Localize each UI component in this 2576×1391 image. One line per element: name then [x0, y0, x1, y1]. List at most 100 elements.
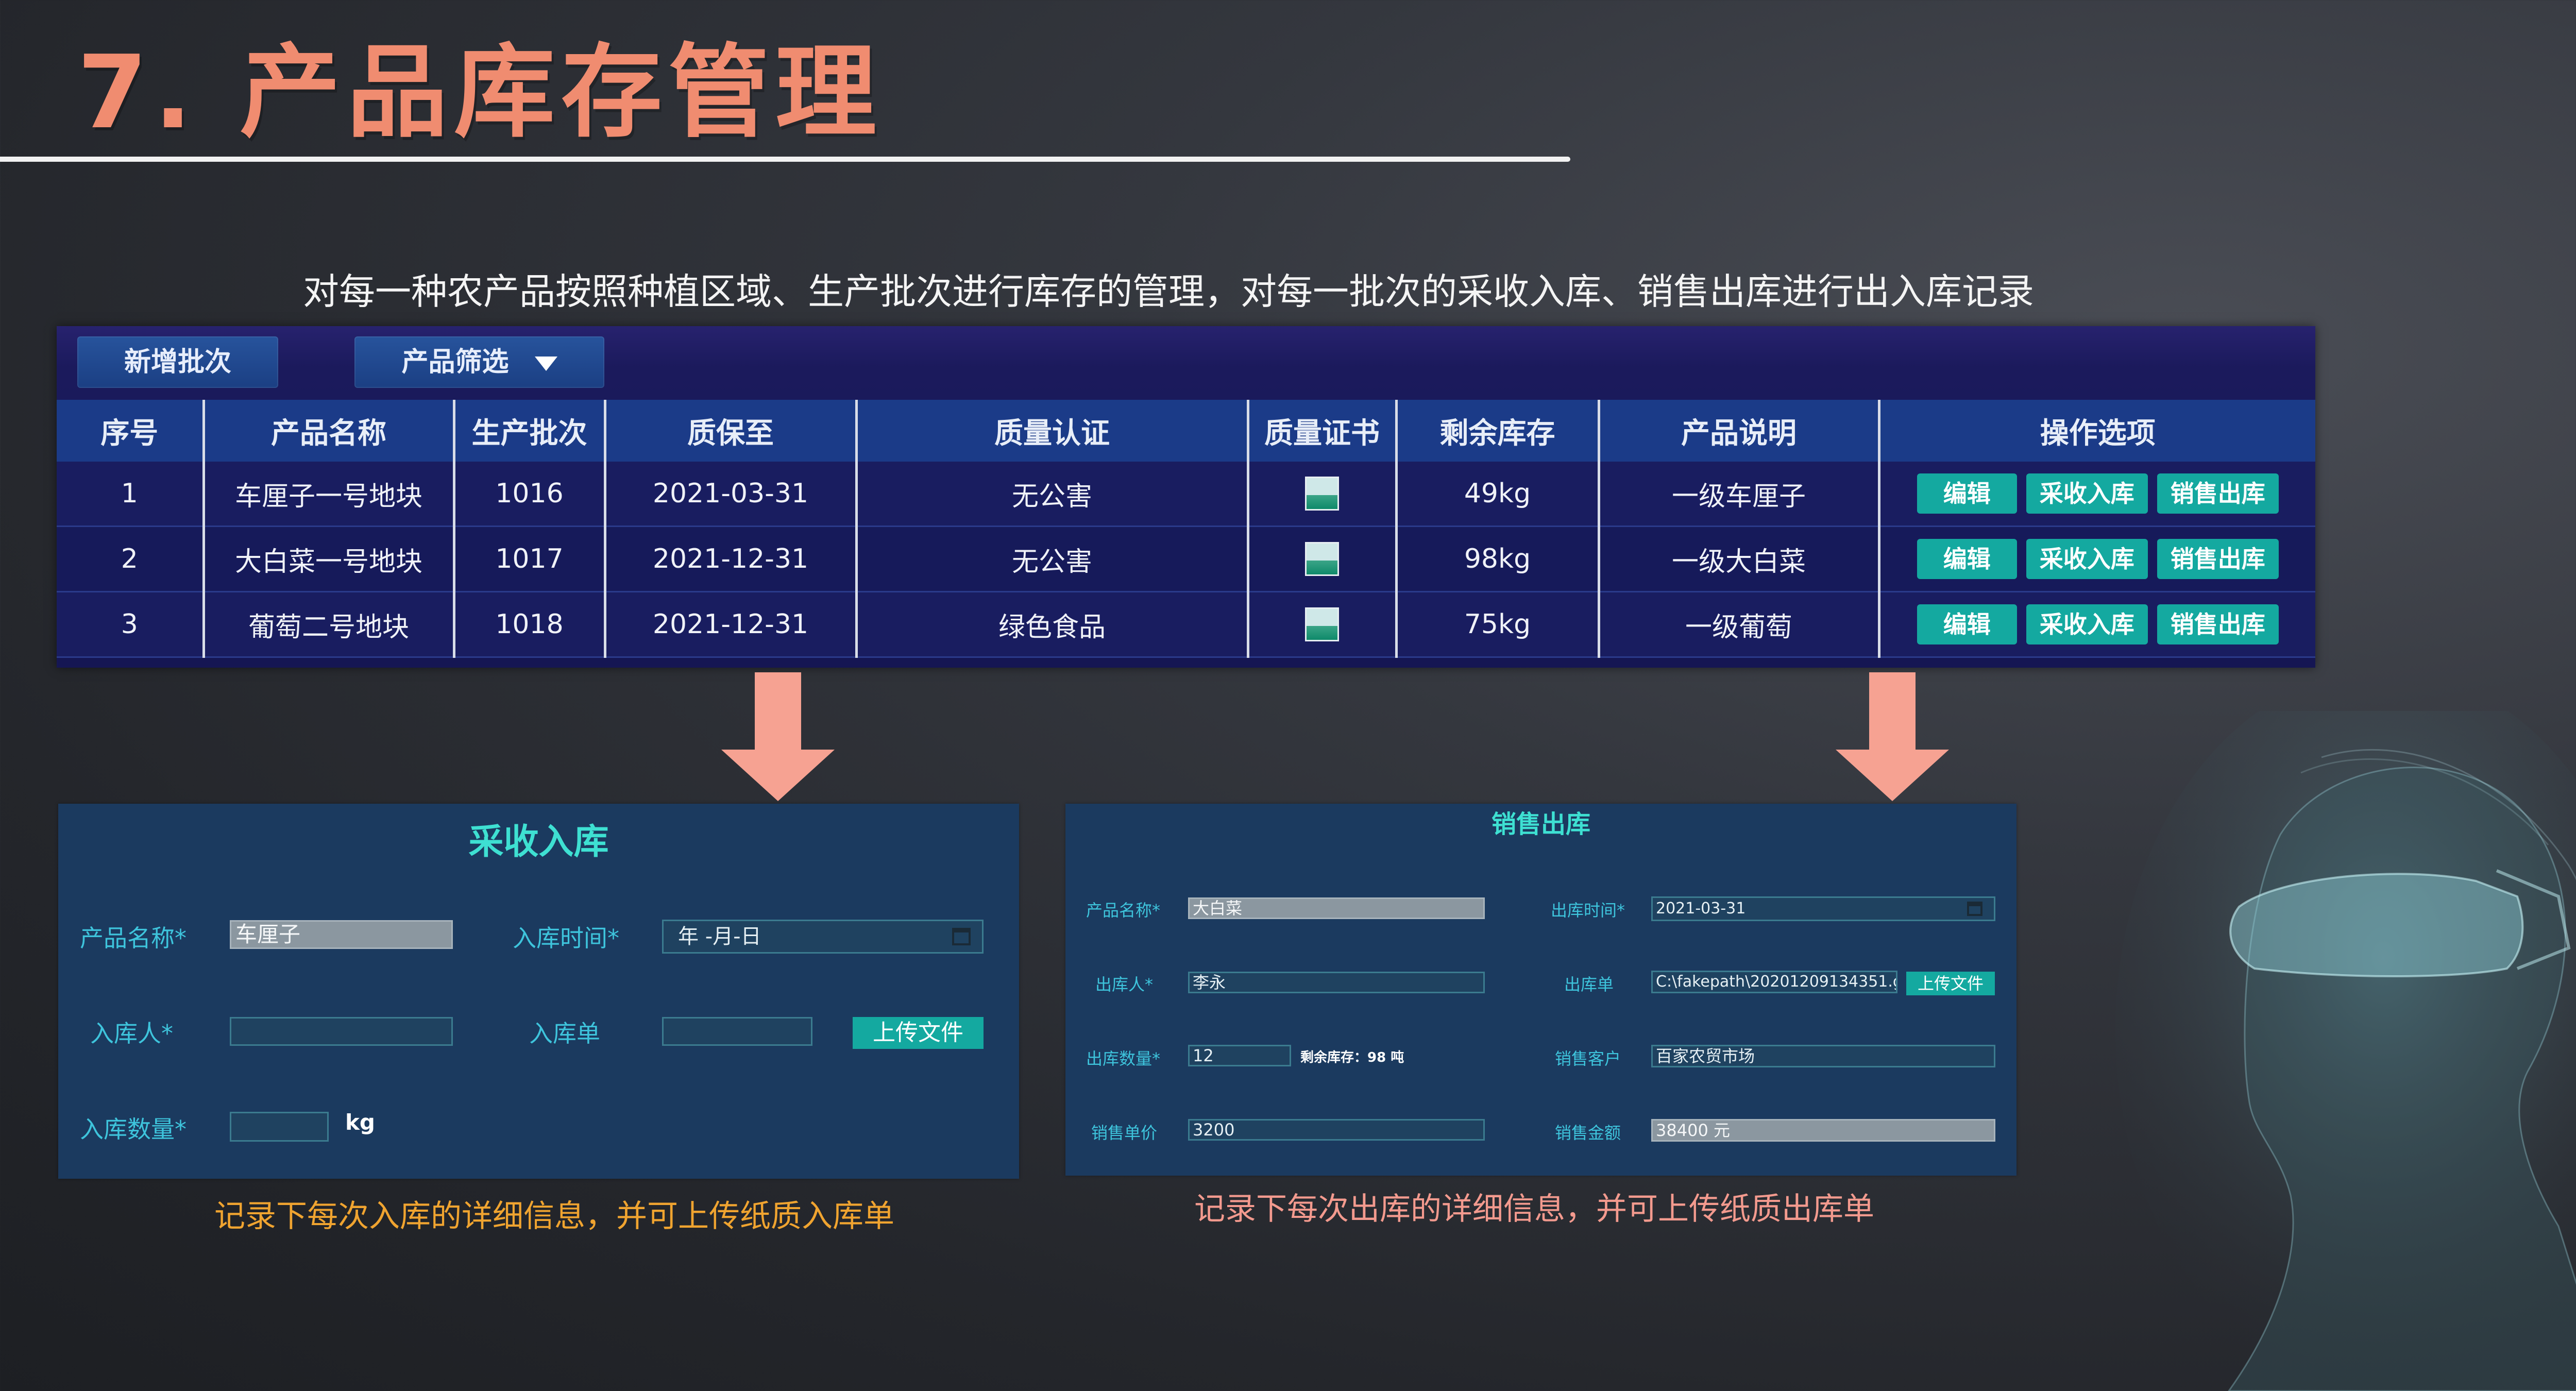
outbound-time-field[interactable]: 2021-03-31: [1651, 896, 1995, 921]
inventory-panel: 新增批次 产品筛选 序号 产品名称 生产批次 质保至 质量认证 质量证书 剩余库…: [57, 326, 2315, 668]
remaining-stock-text: 剩余库存：98 吨: [1300, 1050, 1404, 1065]
inbound-qty-field[interactable]: [230, 1112, 329, 1142]
outbound-qty-field[interactable]: 12: [1188, 1045, 1291, 1066]
outbound-doc-label: 出库单: [1564, 975, 1614, 994]
product-name-field[interactable]: 车厘子: [230, 920, 453, 949]
col-header-stock: 剩余库存: [1396, 400, 1600, 462]
cell-certificate: [1248, 591, 1398, 658]
cell-name: 大白菜一号地块: [204, 526, 455, 592]
edit-button[interactable]: 编辑: [1917, 473, 2017, 514]
add-batch-button[interactable]: 新增批次: [77, 336, 278, 388]
page-title: 7. 产品库存管理: [77, 34, 883, 151]
down-arrow-icon: [721, 672, 835, 801]
cell-desc: 一级大白菜: [1599, 526, 1880, 592]
vr-figure-illustration: [2115, 711, 2576, 1391]
col-header-cert: 质量认证: [856, 400, 1249, 462]
col-header-actions: 操作选项: [1879, 400, 2315, 462]
inbound-qty-unit: kg: [345, 1110, 375, 1135]
customer-label: 销售客户: [1555, 1049, 1621, 1068]
cell-batch: 1017: [454, 526, 606, 592]
product-filter-label: 产品筛选: [401, 347, 509, 378]
outbound-time-value: 2021-03-31: [1656, 900, 1746, 918]
page-subtitle: 对每一种农产品按照种植区域、生产批次进行库存的管理，对每一批次的采收入库、销售出…: [303, 270, 2034, 313]
cell-cert: 无公害: [856, 462, 1249, 527]
cell-batch: 1018: [454, 591, 606, 658]
cell-name: 葡萄二号地块: [204, 591, 455, 658]
outbound-time-label: 出库时间*: [1551, 901, 1625, 920]
cell-cert: 无公害: [856, 526, 1249, 592]
cell-batch: 1016: [454, 462, 606, 527]
cell-certificate: [1248, 462, 1398, 527]
product-name-label: 产品名称*: [80, 924, 187, 952]
outbound-caption: 记录下每次出库的详细信息，并可上传纸质出库单: [1194, 1191, 1874, 1227]
outbound-form: 销售出库 产品名称* 大白菜 出库时间* 2021-03-31 出库人* 李永 …: [1065, 804, 2016, 1176]
inbound-form: 采收入库 产品名称* 车厘子 入库时间* 年 -月-日 入库人* 入库单 上传文…: [58, 804, 1019, 1179]
outbound-upload-button[interactable]: 上传文件: [1906, 972, 1995, 995]
cell-stock: 75kg: [1396, 591, 1600, 658]
certificate-image-icon[interactable]: [1305, 607, 1339, 641]
inbound-qty-label: 入库数量*: [80, 1115, 187, 1143]
amount-field[interactable]: 38400 元: [1651, 1119, 1995, 1142]
inbound-time-value: 年 -月-日: [678, 925, 761, 948]
edit-button[interactable]: 编辑: [1917, 604, 2017, 644]
cell-expire: 2021-12-31: [605, 526, 858, 592]
add-batch-label: 新增批次: [124, 347, 231, 378]
cell-expire: 2021-12-31: [605, 591, 858, 658]
inbound-doc-label: 入库单: [529, 1020, 600, 1047]
cell-no: 2: [57, 526, 205, 592]
table-header-row: 序号 产品名称 生产批次 质保至 质量认证 质量证书 剩余库存 产品说明 操作选…: [57, 400, 2315, 462]
certificate-image-icon[interactable]: [1305, 542, 1339, 576]
down-arrow-icon: [1836, 672, 1949, 801]
cell-actions: 编辑采收入库销售出库: [1879, 526, 2315, 592]
outbound-qty-label: 出库数量*: [1086, 1049, 1161, 1068]
outbound-doc-field[interactable]: C:\fakepath\20201209134351.gif: [1651, 971, 1897, 993]
outbound-button[interactable]: 销售出库: [2157, 539, 2279, 579]
cell-name: 车厘子一号地块: [204, 462, 455, 527]
inbound-caption: 记录下每次入库的详细信息，并可上传纸质入库单: [214, 1198, 894, 1234]
outbound-button[interactable]: 销售出库: [2157, 473, 2279, 514]
amount-label: 销售金额: [1555, 1123, 1621, 1143]
inbound-upload-button[interactable]: 上传文件: [853, 1017, 984, 1049]
cell-desc: 一级葡萄: [1599, 591, 1880, 658]
inbound-button[interactable]: 采收入库: [2026, 539, 2148, 579]
col-header-desc: 产品说明: [1599, 400, 1880, 462]
unit-price-label: 销售单价: [1091, 1123, 1158, 1143]
cell-expire: 2021-03-31: [605, 462, 858, 527]
inbound-form-title: 采收入库: [468, 822, 609, 862]
inbound-person-field[interactable]: [230, 1017, 453, 1046]
product-filter-dropdown[interactable]: 产品筛选: [354, 336, 604, 388]
inbound-time-label: 入库时间*: [513, 924, 619, 952]
table-row: 3 葡萄二号地块 1018 2021-12-31 绿色食品 75kg 一级葡萄 …: [57, 591, 2315, 658]
col-header-name: 产品名称: [204, 400, 455, 462]
inbound-button[interactable]: 采收入库: [2026, 473, 2148, 514]
cell-actions: 编辑采收入库销售出库: [1879, 591, 2315, 658]
customer-field[interactable]: 百家农贸市场: [1651, 1045, 1995, 1067]
table-row: 2 大白菜一号地块 1017 2021-12-31 无公害 98kg 一级大白菜…: [57, 526, 2315, 592]
title-underline: [0, 157, 1570, 162]
inbound-button[interactable]: 采收入库: [2026, 604, 2148, 644]
certificate-image-icon[interactable]: [1305, 477, 1339, 511]
outbound-button[interactable]: 销售出库: [2157, 604, 2279, 644]
cell-stock: 98kg: [1396, 526, 1600, 592]
unit-price-field[interactable]: 3200: [1188, 1119, 1485, 1141]
cell-no: 1: [57, 462, 205, 527]
inbound-doc-field[interactable]: [662, 1017, 812, 1046]
cell-actions: 编辑采收入库销售出库: [1879, 462, 2315, 527]
product-name-label: 产品名称*: [1086, 901, 1161, 920]
inbound-time-field[interactable]: 年 -月-日: [662, 920, 984, 954]
chevron-down-icon: [534, 357, 557, 371]
calendar-icon[interactable]: [952, 928, 971, 945]
col-header-expire: 质保至: [605, 400, 858, 462]
col-header-no: 序号: [57, 400, 205, 462]
cell-cert: 绿色食品: [856, 591, 1249, 658]
cell-desc: 一级车厘子: [1599, 462, 1880, 527]
cell-certificate: [1248, 526, 1398, 592]
edit-button[interactable]: 编辑: [1917, 539, 2017, 579]
outbound-form-title: 销售出库: [1491, 810, 1590, 839]
outbound-person-field[interactable]: 李永: [1188, 972, 1485, 993]
calendar-icon[interactable]: [1967, 902, 1982, 916]
col-header-batch: 生产批次: [454, 400, 606, 462]
inventory-table: 序号 产品名称 生产批次 质保至 质量认证 质量证书 剩余库存 产品说明 操作选…: [57, 400, 2315, 658]
cell-no: 3: [57, 591, 205, 658]
product-name-field[interactable]: 大白菜: [1188, 897, 1485, 919]
